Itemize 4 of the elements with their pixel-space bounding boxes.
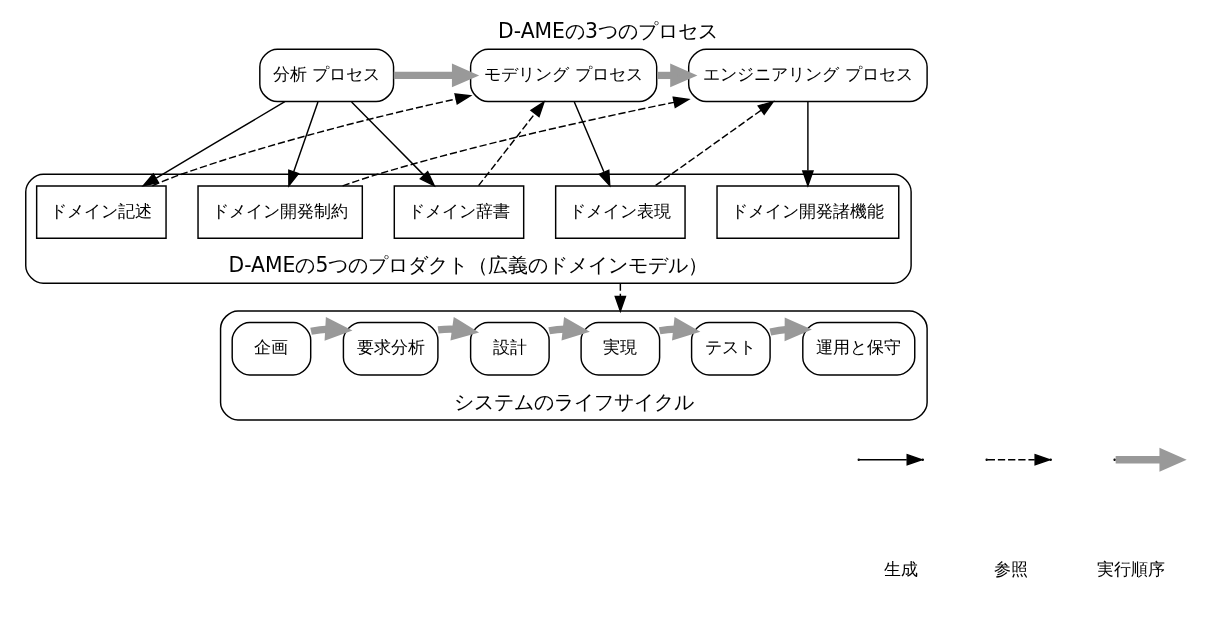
diagram-title: D-AMEの3つのプロセス xyxy=(498,18,718,43)
legend-label: 実行順序 xyxy=(1096,558,1165,579)
legend-label: 参照 xyxy=(994,558,1029,579)
legend-label: 生成 xyxy=(883,558,918,579)
